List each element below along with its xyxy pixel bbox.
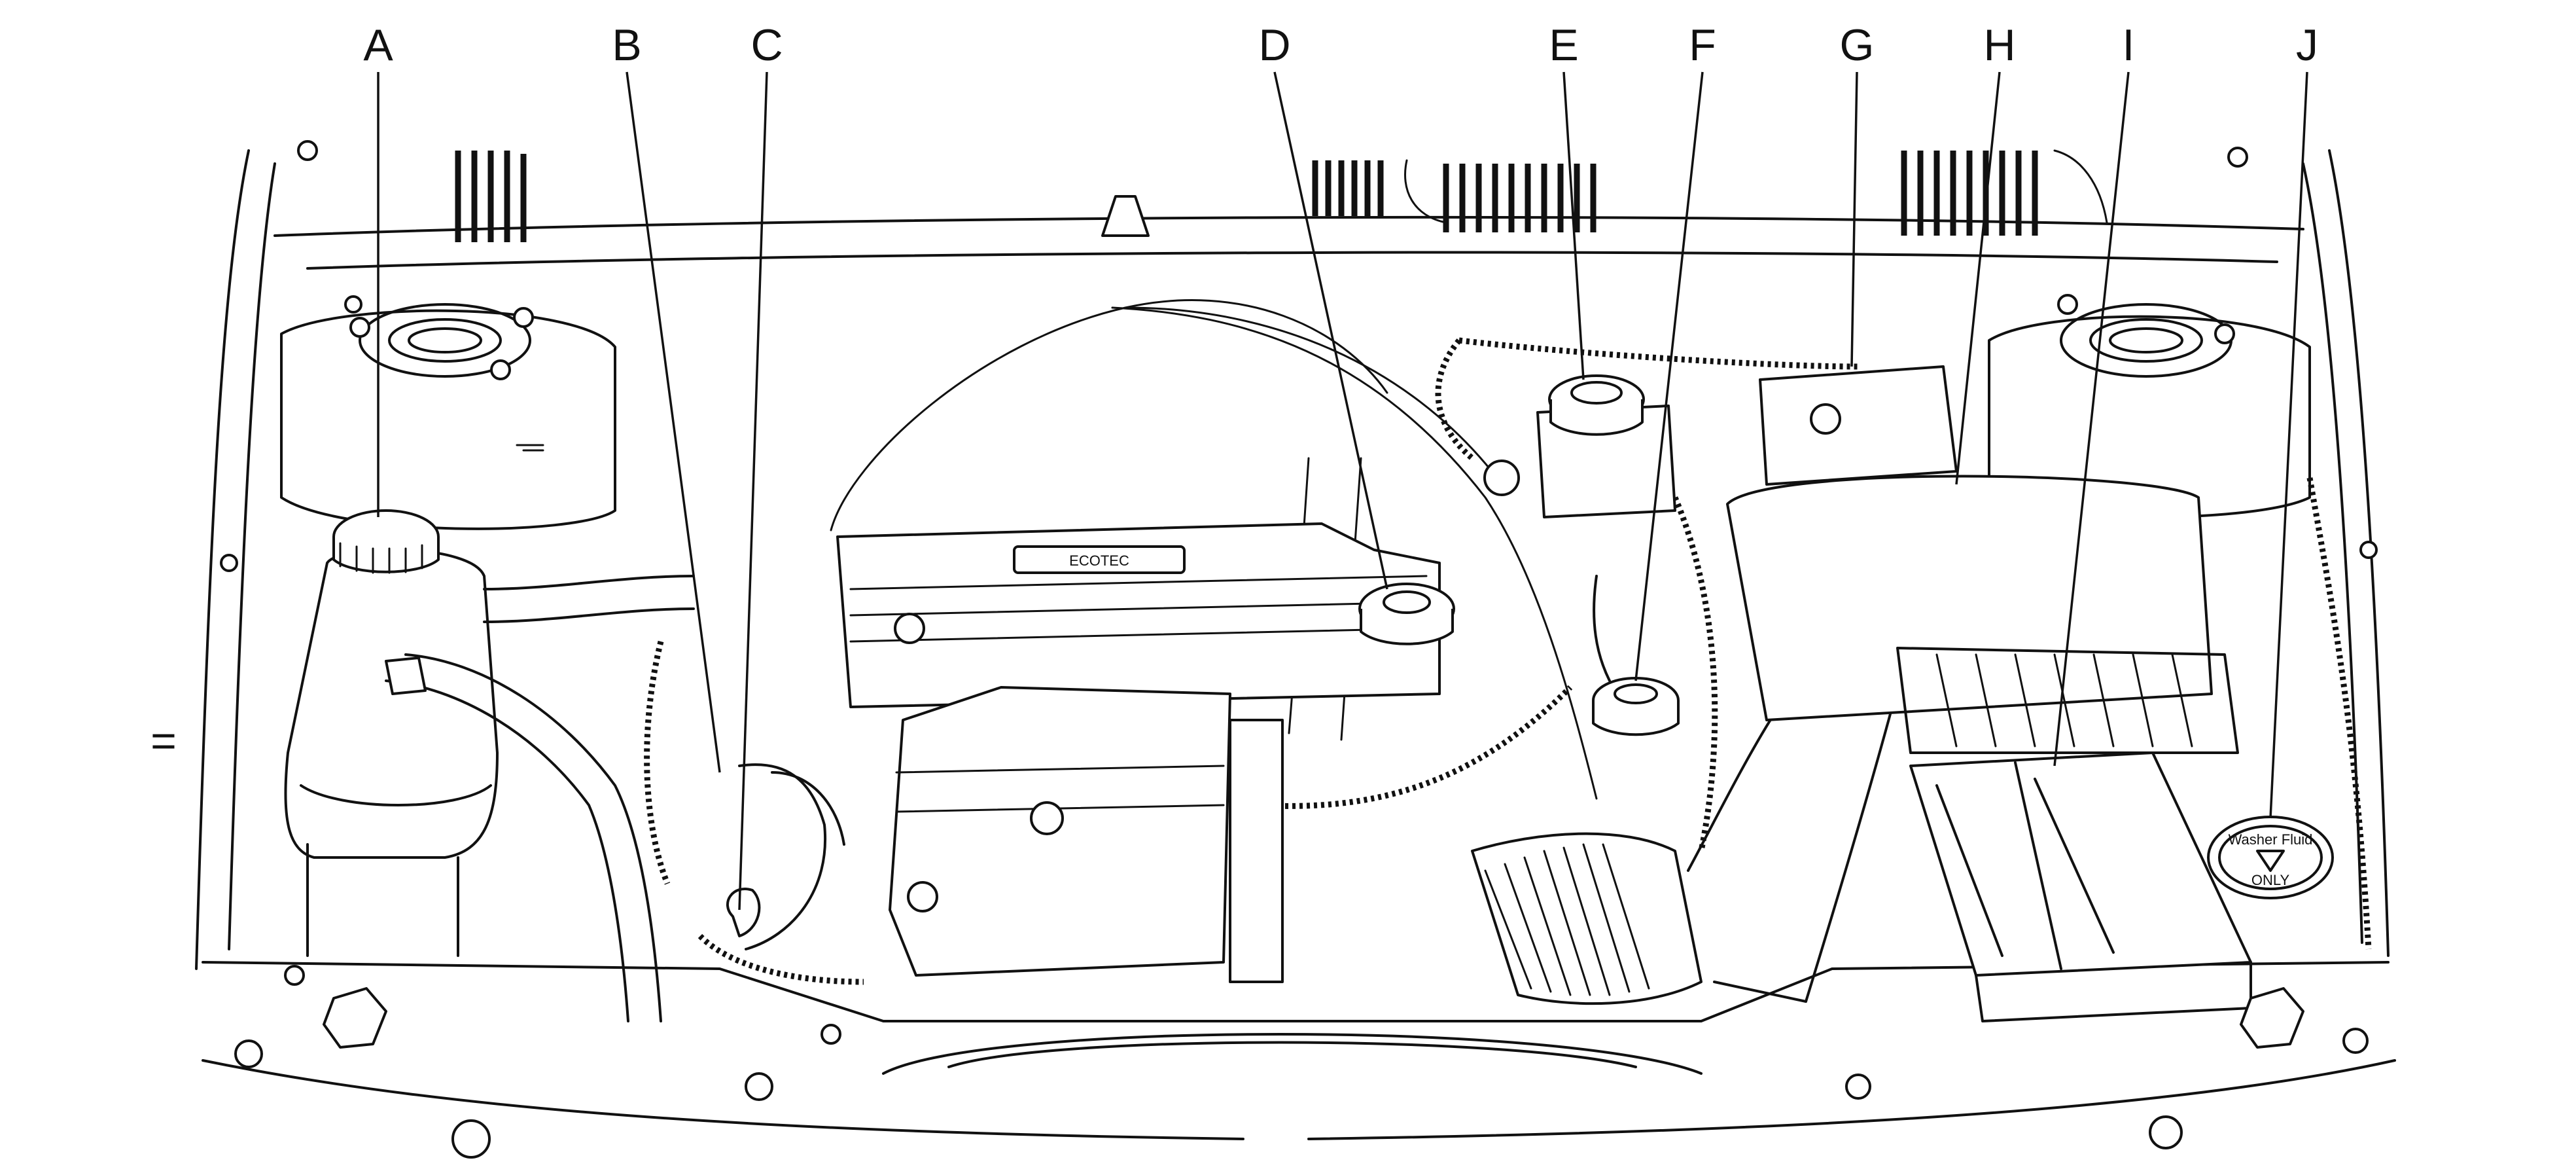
body-outline — [195, 149, 2396, 1140]
intake-housing — [889, 624, 1905, 1005]
valve-cover: ECOTEC — [836, 522, 1441, 729]
callout-b: B — [612, 20, 641, 70]
left-edge-mark: = — [150, 716, 177, 766]
power-steering-cap — [1592, 575, 1680, 736]
cowl-vents — [455, 149, 2108, 242]
callout-h: H — [1983, 20, 2015, 70]
callout-g: G — [1840, 20, 1875, 70]
radiator-hose — [726, 763, 845, 950]
coolant-reservoir — [284, 509, 695, 1022]
left-strut-tower — [280, 303, 616, 530]
washer-cap-text: Washer Fluid — [2229, 831, 2313, 848]
callout-e: E — [1549, 20, 1578, 70]
callout-c: C — [750, 20, 783, 70]
oil-fill-cap — [1358, 583, 1455, 645]
control-module — [1759, 365, 1958, 486]
callout-d: D — [1258, 20, 1290, 70]
callout-a: A — [363, 20, 393, 70]
engine-cover-label: ECOTEC — [1069, 552, 1129, 569]
wiring-harness — [644, 299, 2372, 985]
callout-i: I — [2123, 20, 2135, 70]
callout-labels: A B C D E F G H I J — [363, 20, 2318, 70]
brake-fluid-reservoir — [1483, 374, 1676, 518]
washer-fluid-cap: Washer Fluid ONLY — [2207, 816, 2334, 899]
callout-j: J — [2296, 20, 2318, 70]
callout-f: F — [1689, 20, 1716, 70]
callout-leaders — [377, 71, 2308, 911]
fasteners — [220, 140, 2378, 1159]
battery — [1909, 751, 2252, 1022]
washer-cap-only-text: ONLY — [2251, 872, 2290, 888]
air-cleaner-box — [1726, 475, 2239, 754]
